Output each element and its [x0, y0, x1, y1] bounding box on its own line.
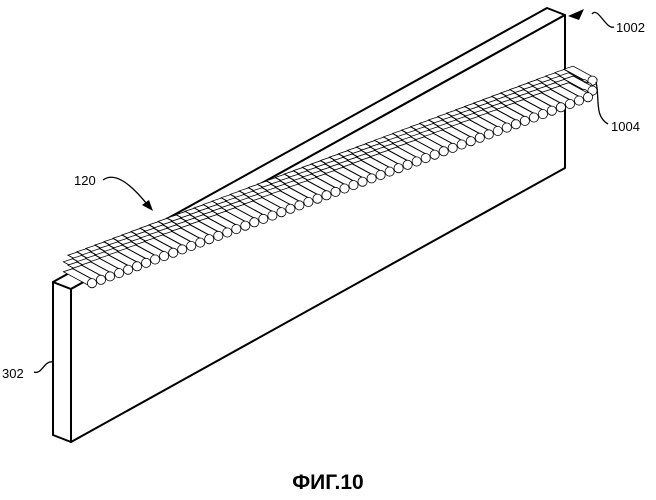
rod-end [358, 177, 367, 186]
rod-end [115, 269, 124, 278]
rod-end [466, 137, 475, 146]
rod-end [322, 191, 331, 200]
label-302: 302 [2, 366, 24, 381]
rod-end [529, 113, 538, 122]
rod-end [511, 120, 520, 129]
label-1002: 1002 [616, 20, 645, 35]
rod-end [493, 126, 502, 135]
rod-end [142, 258, 151, 267]
rod-end [475, 133, 484, 142]
rod-end [502, 123, 511, 132]
rod-end [87, 279, 96, 288]
leader-1004 [596, 82, 608, 124]
rod-end [556, 103, 565, 112]
rod-end [313, 194, 322, 203]
rod-end [376, 170, 385, 179]
rod-end [421, 154, 430, 163]
rod-end [340, 184, 349, 193]
rod-end [169, 248, 178, 257]
plate-front-face [53, 282, 71, 442]
leader-120 [103, 177, 150, 208]
rod-end [520, 116, 529, 125]
rod-end [448, 143, 457, 152]
rod-end [304, 197, 313, 206]
rod-end [241, 221, 250, 230]
rod-end [277, 208, 286, 217]
rod-end [214, 231, 223, 240]
rod-end [124, 265, 133, 274]
rod-end [412, 157, 421, 166]
rod-end [105, 272, 114, 281]
rod-end [178, 245, 187, 254]
rod-end [457, 140, 466, 149]
rod-end [430, 150, 439, 159]
arrowhead-1002 [568, 9, 584, 20]
rod-end [484, 130, 493, 139]
rod-end [331, 187, 340, 196]
arrowhead-120 [142, 200, 153, 211]
rod-end [583, 93, 592, 102]
rod-end [151, 255, 160, 264]
figure-caption: ФИГ.10 [292, 471, 364, 494]
rod-end [286, 204, 295, 213]
label-120: 120 [74, 173, 96, 188]
rod-end [574, 96, 583, 105]
plate [53, 8, 565, 442]
rod-end [223, 228, 232, 237]
rod-end [367, 174, 376, 183]
rod-end [187, 241, 196, 250]
rod-end [403, 160, 412, 169]
rod-end [538, 110, 547, 119]
rod-end [133, 262, 142, 271]
rod-end [160, 252, 169, 261]
rod-end [232, 225, 241, 234]
rod-end [259, 214, 268, 223]
rod-end [565, 99, 574, 108]
rod-end [96, 275, 105, 284]
leader-1002 [592, 12, 614, 27]
rod-end [205, 235, 214, 244]
rod-end [394, 164, 403, 173]
rod-end [268, 211, 277, 220]
leader-302 [34, 362, 53, 373]
rod-end [385, 167, 394, 176]
rod-end [295, 201, 304, 210]
rod-end [250, 218, 259, 227]
rod-end [196, 238, 205, 247]
rod-end [439, 147, 448, 156]
rod-end [349, 181, 358, 190]
label-1004: 1004 [611, 119, 640, 134]
rod-end [547, 106, 556, 115]
